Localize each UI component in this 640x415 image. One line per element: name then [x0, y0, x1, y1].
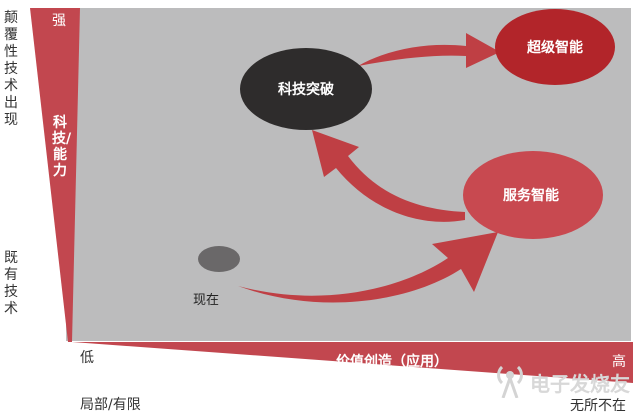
- y-axis-wedge: [30, 8, 80, 342]
- x-axis-high-label: 高: [612, 354, 626, 370]
- tech-breakthrough-label: 科技突破: [278, 82, 334, 98]
- signal-tower-icon: [493, 358, 527, 399]
- existing-tech-label: 既有技术: [4, 250, 18, 317]
- watermark-text: 电子发烧友: [530, 372, 630, 396]
- arrow-tech-to-super: [358, 33, 500, 68]
- local-limited-label: 局部/有限: [80, 397, 141, 413]
- x-axis-wedge: [72, 342, 633, 383]
- x-axis-low-label: 低: [80, 350, 94, 366]
- tech-breakthrough-node: [240, 48, 372, 130]
- disruptive-tech-label: 颠覆性技术出现: [4, 10, 18, 128]
- now-dot: [198, 246, 240, 272]
- arrow-now-to-service: [238, 232, 498, 303]
- y-axis-title: 科技/能力: [52, 115, 72, 179]
- service-intelligence-label: 服务智能: [503, 188, 559, 204]
- x-axis-title: 价值创造（应用）: [336, 354, 448, 370]
- y-axis-low-label: 弱: [53, 323, 67, 339]
- arrow-service-to-tech: [312, 130, 465, 222]
- super-intelligence-label: 超级智能: [527, 40, 583, 56]
- now-label: 现在: [193, 293, 220, 308]
- service-intelligence-node: [463, 151, 603, 239]
- ubiquitous-label: 无所不在: [570, 398, 626, 414]
- super-intelligence-node: [495, 9, 615, 85]
- y-axis-high-label: 强: [52, 13, 66, 29]
